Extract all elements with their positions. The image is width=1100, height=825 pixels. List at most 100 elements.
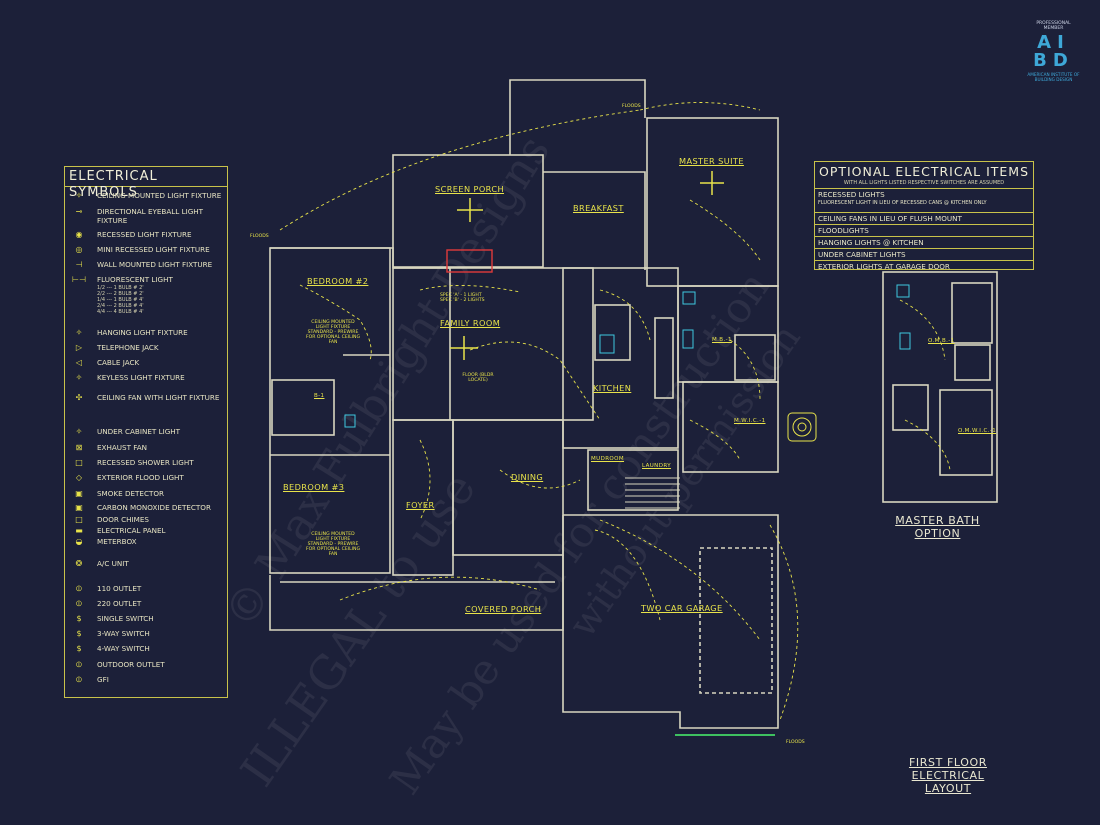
legend-label: SINGLE SWITCH: [97, 614, 154, 623]
optional-item-label: RECESSED LIGHTS: [818, 190, 885, 199]
legend-sub-label: 2/4 --- 2 BULB # 4': [97, 303, 144, 309]
legend-symbol-icon: ✧: [75, 328, 83, 337]
legend-label: CABLE JACK: [97, 358, 140, 367]
aibd-logo: PROFESSIONAL MEMBER AI BD AMERICAN INSTI…: [1027, 21, 1080, 101]
legend-symbol-icon: ❂: [75, 559, 83, 568]
note-floods-top: FLOODS: [622, 104, 641, 109]
legend-label: HANGING LIGHT FIXTURE: [97, 328, 188, 337]
room-foyer: FOYER: [406, 500, 435, 510]
legend-symbol-icon: ✧: [75, 427, 83, 436]
note-floods-left: FLOODS: [250, 234, 269, 239]
optional-item-label: UNDER CABINET LIGHTS: [818, 250, 906, 259]
note-specs: SPEC 'A' - 1 LIGHT SPEC 'B' - 2 LIGHTS: [440, 293, 485, 303]
optional-subtitle: WITH ALL LIGHTS LISTED RESPECTIVE SWITCH…: [843, 180, 1005, 186]
optional-item: EXTERIOR LIGHTS AT GARAGE DOOR: [815, 260, 1033, 272]
optional-item-label: HANGING LIGHTS @ KITCHEN: [818, 238, 924, 247]
legend-label: ELECTRICAL PANEL: [97, 526, 166, 535]
logo-letters-bottom: BD: [1033, 50, 1074, 71]
legend-symbol-icon: ◉: [75, 230, 83, 239]
electrical-symbols-legend: ELECTRICAL SYMBOLS ✧ CEILING MOUNTED LIGH…: [64, 166, 228, 698]
legend-symbol-icon: ▬: [75, 526, 83, 535]
optional-electrical-items: OPTIONAL ELECTRICAL ITEMS WITH ALL LIGHT…: [814, 161, 1034, 272]
legend-label: DIRECTIONAL EYEBALL LIGHT FIXTURE: [97, 207, 204, 225]
room-covered-porch: COVERED PORCH: [465, 604, 542, 614]
legend-label: 3-WAY SWITCH: [97, 629, 150, 638]
legend-symbol-icon: ✣: [75, 393, 83, 402]
legend-symbol-icon: ▣: [75, 503, 83, 512]
legend-symbol-icon: ✧: [75, 373, 83, 382]
optional-item: HANGING LIGHTS @ KITCHEN: [815, 236, 1033, 248]
legend-label: CARBON MONOXIDE DETECTOR: [97, 503, 211, 512]
legend-label: RECESSED LIGHT FIXTURE: [97, 230, 192, 239]
legend-label: WALL MOUNTED LIGHT FIXTURE: [97, 260, 213, 269]
legend-symbol-icon: ◎: [75, 245, 83, 254]
legend-symbol-icon: ⦶: [76, 584, 82, 593]
legend-label: EXTERIOR FLOOD LIGHT: [97, 473, 184, 482]
legend-symbol-icon: ◁: [75, 358, 83, 367]
legend-label: OUTDOOR OUTLET: [97, 660, 165, 669]
legend-symbol-icon: ⊸: [75, 207, 83, 216]
room-mudroom: MUDROOM: [591, 456, 625, 462]
room-option-master-wic: O.M.W.I.C.-1: [958, 428, 997, 434]
legend-label: FLUORESCENT LIGHT: [97, 275, 173, 284]
legend-symbol-icon: ⦶: [76, 599, 82, 608]
legend-label: CEILING FAN WITH LIGHT FIXTURE: [97, 393, 220, 402]
optional-item-label: EXTERIOR LIGHTS AT GARAGE DOOR: [818, 262, 950, 271]
room-kitchen: KITCHEN: [593, 383, 632, 393]
room-two-car-garage: TWO CAR GARAGE: [641, 603, 723, 613]
legend-label: MINI RECESSED LIGHT FIXTURE: [97, 245, 210, 254]
legend-label: 4-WAY SWITCH: [97, 644, 150, 653]
legend-label: EXHAUST FAN: [97, 443, 148, 452]
note-bedroom3-fan: CEILING MOUNTED LIGHT FIXTURE STANDARD -…: [305, 532, 361, 557]
legend-label: KEYLESS LIGHT FIXTURE: [97, 373, 185, 382]
legend-label: UNDER CABINET LIGHT: [97, 427, 181, 436]
room-master-wic: M.W.I.C.-1: [734, 418, 766, 424]
legend-label: CEILING MOUNTED LIGHT FIXTURE: [97, 191, 222, 200]
note-floor-outlet: FLOOR (BLDR LOCATE): [462, 373, 494, 383]
legend-label: A/C UNIT: [97, 559, 129, 568]
room-laundry: LAUNDRY: [642, 463, 671, 469]
room-bath-1: B-1: [314, 393, 325, 399]
legend-label: GFI: [97, 675, 109, 684]
optional-item-label: CEILING FANS IN LIEU OF FLUSH MOUNT: [818, 214, 962, 223]
legend-sub-label: 1/2 --- 1 BULB # 2': [97, 285, 144, 291]
legend-label: SMOKE DETECTOR: [97, 489, 165, 498]
room-breakfast: BREAKFAST: [573, 203, 624, 213]
legend-symbol-icon: ◒: [75, 537, 83, 546]
room-family-room: FAMILY ROOM: [440, 318, 501, 328]
legend-label: TELEPHONE JACK: [97, 343, 159, 352]
note-floods-bottom: FLOODS: [786, 740, 805, 745]
room-screen-porch: SCREEN PORCH: [435, 184, 505, 194]
room-option-master-bath: O.M.B.-1: [928, 338, 955, 344]
legend-symbol-icon: ▷: [75, 343, 83, 352]
optional-title: OPTIONAL ELECTRICAL ITEMS: [818, 164, 1030, 179]
optional-item: CEILING FANS IN LIEU OF FLUSH MOUNT: [815, 212, 1033, 224]
optional-item: UNDER CABINET LIGHTS: [815, 248, 1033, 260]
logo-top-text: PROFESSIONAL MEMBER: [1036, 21, 1071, 31]
legend-sub-label: 2/2 --- 2 BULB # 2': [97, 291, 144, 297]
legend-label: RECESSED SHOWER LIGHT: [97, 458, 194, 467]
logo-bottom-text: AMERICAN INSTITUTE OF BUILDING DESIGN: [1027, 72, 1080, 82]
legend-title: ELECTRICAL SYMBOLS: [65, 167, 227, 200]
legend-symbol-icon: □: [75, 458, 83, 467]
legend-label: 220 OUTLET: [97, 599, 142, 608]
room-bedroom-2: BEDROOM #2: [307, 276, 369, 286]
legend-sub-label: 1/4 --- 1 BULB # 4': [97, 297, 144, 303]
optional-item-sublabel: FLUORESCENT LIGHT IN LIEU OF RECESSED CA…: [818, 200, 987, 206]
legend-sub-label: 4/4 --- 4 BULB # 4': [97, 309, 144, 315]
optional-item-label: FLOODLIGHTS: [818, 226, 869, 235]
legend-symbol-icon: ✧: [75, 191, 83, 200]
legend-symbol-icon: ⊣: [75, 260, 83, 269]
note-bedroom2-fan: CEILING MOUNTED LIGHT FIXTURE STANDARD -…: [305, 320, 361, 345]
room-dining: DINING: [511, 472, 544, 482]
legend-label: DOOR CHIMES: [97, 515, 149, 524]
legend-symbol-icon: $: [76, 629, 82, 638]
logo-letters-top: AI: [1037, 32, 1070, 53]
legend-symbol-icon: □: [75, 515, 83, 524]
caption-master-bath-option: MASTER BATH OPTION: [895, 514, 980, 540]
room-master-suite: MASTER SUITE: [679, 156, 744, 166]
legend-symbol-icon: ◇: [75, 473, 83, 482]
legend-symbol-icon: ⊠: [75, 443, 83, 452]
legend-label: METERBOX: [97, 537, 137, 546]
